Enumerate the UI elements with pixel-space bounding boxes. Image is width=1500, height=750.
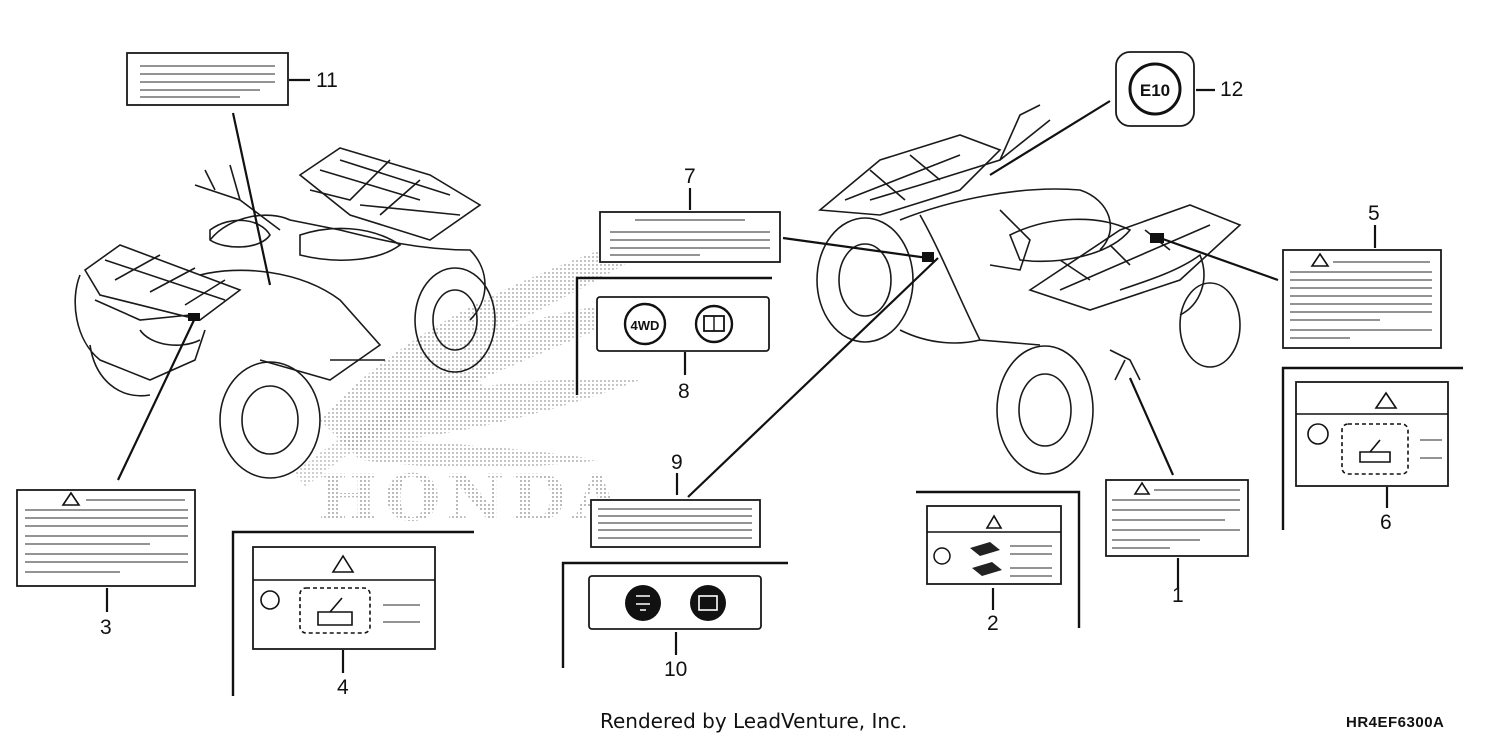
callout-6: 6 <box>1380 511 1392 534</box>
label-2 <box>926 505 1062 585</box>
four-wd-symbol-text: 4WD <box>631 318 660 333</box>
callout-1: 1 <box>1172 584 1184 607</box>
label-7 <box>599 211 781 263</box>
callout-8: 8 <box>678 380 690 403</box>
decal-location-5 <box>1150 233 1164 243</box>
label-8: 4WD <box>596 296 770 352</box>
callout-numbers: 11 12 7 5 8 9 6 1 2 3 4 10 <box>100 69 1392 699</box>
label-brackets <box>231 276 1463 696</box>
label-5 <box>1282 249 1442 349</box>
decal-location-3 <box>188 313 200 321</box>
warning-triangle-icon <box>1133 481 1151 495</box>
callout-7: 7 <box>684 165 696 188</box>
label-9 <box>590 499 761 548</box>
leader-lines <box>117 100 1279 498</box>
atv-right-illustration <box>816 104 1242 475</box>
manual-dark-icon <box>690 585 726 621</box>
callout-ticks <box>105 78 1389 673</box>
manual-icon <box>1307 423 1329 445</box>
manual-icon <box>260 590 280 610</box>
callout-3: 3 <box>100 616 112 639</box>
honda-wing-watermark <box>294 225 690 487</box>
atv-rider-icon <box>970 542 1002 576</box>
callout-5: 5 <box>1368 202 1380 225</box>
label-4 <box>252 546 436 650</box>
honda-watermark-text: HONDA <box>318 461 628 536</box>
warning-triangle-icon <box>985 514 1003 529</box>
callout-10: 10 <box>664 658 687 681</box>
callout-2: 2 <box>987 612 999 635</box>
label-6 <box>1295 381 1449 487</box>
e10-badge-text: E10 <box>1140 81 1170 100</box>
label-3 <box>16 489 196 587</box>
atv-left-illustration <box>74 147 496 479</box>
rendered-by-credit: Rendered by LeadVenture, Inc. <box>600 709 908 733</box>
four-wd-dark-icon <box>625 585 661 621</box>
warning-triangle-icon <box>331 554 355 573</box>
warning-triangle-icon <box>1310 252 1330 267</box>
label-12: E10 <box>1115 51 1195 127</box>
callout-9: 9 <box>671 451 683 474</box>
label-1 <box>1105 479 1249 557</box>
load-limit-icon <box>1341 423 1409 475</box>
load-limit-icon <box>299 587 371 634</box>
callout-11: 11 <box>316 69 338 92</box>
warning-triangle-icon <box>61 491 81 506</box>
manual-icon <box>933 547 951 565</box>
callout-4: 4 <box>337 676 349 699</box>
callout-12: 12 <box>1220 78 1243 101</box>
label-11 <box>126 52 289 106</box>
label-10 <box>588 575 762 630</box>
diagram-code: HR4EF6300A <box>1346 714 1445 731</box>
warning-triangle-icon <box>1374 391 1398 409</box>
